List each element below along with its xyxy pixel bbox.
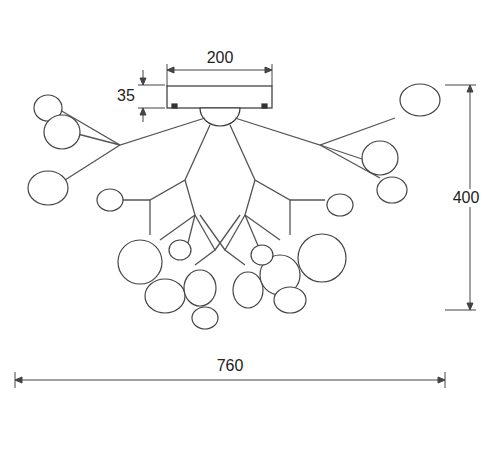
dimension-label: 400 bbox=[451, 189, 482, 207]
dimension-label: 35 bbox=[115, 87, 137, 105]
ceiling-plate bbox=[167, 86, 272, 126]
dimension-label: 760 bbox=[215, 357, 246, 375]
branches bbox=[60, 110, 395, 265]
glass-bulbs bbox=[28, 84, 440, 329]
dimension-lines bbox=[15, 64, 476, 388]
dimension-label: 200 bbox=[205, 49, 236, 67]
